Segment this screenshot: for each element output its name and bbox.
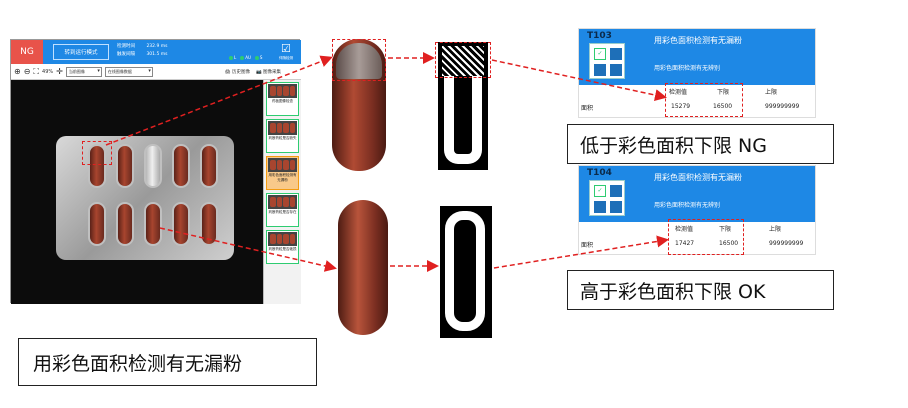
ng-capsule-crop bbox=[332, 39, 386, 171]
capsule bbox=[116, 144, 134, 188]
capsule bbox=[116, 202, 134, 246]
timing-label: 触发间隔 bbox=[117, 52, 135, 57]
status-light: S bbox=[254, 55, 262, 60]
result-card-t103: T103 ✓ 用彩色面积检测有无漏粉 用彩色面积检测有无辨别 检测值 下限 上限… bbox=[578, 28, 816, 118]
check-logo-icon: ☑ bbox=[281, 42, 291, 55]
area-tool-icon: ✓ bbox=[589, 43, 625, 79]
history-image-button[interactable]: 🖨 历史图像 bbox=[224, 69, 250, 75]
ok-binary-image bbox=[440, 206, 492, 338]
lower-limit-value: 16500 bbox=[713, 103, 733, 110]
app-header-bar: NG 转到运行模式 检测时间 232.9 ms 触发间隔 301.5 ms L … bbox=[11, 40, 301, 64]
measured-value: 15279 bbox=[671, 103, 691, 110]
ng-region-highlight bbox=[82, 141, 112, 165]
header-measured: 检测值 bbox=[675, 226, 694, 233]
tool-thumbnail-selected[interactable]: 用彩色面积检测有无漏粉 bbox=[266, 156, 299, 190]
result-table: 检测值 下限 上限 面积 15279 16500 999999999 bbox=[579, 85, 815, 117]
measured-value: 17427 bbox=[675, 240, 695, 247]
row-label: 面积 bbox=[581, 242, 594, 249]
tool-thumbnail-panel: 药板图像检查 判断药粒是否缺失 用彩色面积检测有无漏粉 判断药粒是否存在 判断药… bbox=[263, 80, 301, 304]
ng-binary-image bbox=[438, 42, 488, 170]
logo-caption: 伴随检测 bbox=[279, 56, 293, 60]
timing-info: 检测时间 232.9 ms 触发间隔 301.5 ms bbox=[117, 43, 167, 59]
tool-thumbnail[interactable]: 判断药粒是否缺失 bbox=[266, 119, 299, 153]
status-indicators: L AU S bbox=[229, 55, 262, 60]
row-label: 面积 bbox=[581, 105, 594, 112]
capsule bbox=[172, 144, 190, 188]
area-tool-icon: ✓ bbox=[589, 180, 625, 216]
status-light: L bbox=[229, 55, 236, 60]
zoom-level: 49% bbox=[42, 68, 54, 75]
header-upper: 上限 bbox=[769, 226, 782, 233]
header-measured: 检测值 bbox=[669, 89, 688, 96]
arrow-ok-card bbox=[493, 235, 669, 269]
ng-result-label: 低于彩色面积下限 NG bbox=[567, 124, 834, 164]
ng-noise-region bbox=[442, 46, 484, 76]
zoom-out-icon[interactable]: ⊖ bbox=[23, 67, 31, 76]
arrow-ng-card bbox=[491, 59, 667, 101]
status-light: AU bbox=[240, 55, 251, 60]
arrow-ok-crop bbox=[159, 227, 337, 272]
image-capture-button[interactable]: 📷 图像采集 bbox=[255, 69, 281, 75]
tool-thumbnail[interactable]: 判断药粒是否破损 bbox=[266, 230, 299, 264]
header-lower: 下限 bbox=[719, 226, 732, 233]
app-toolbar: ⊕ ⊖ ⛶ 49% ✛ 当前图像 在线图像数据 🖨 历史图像 📷 图像采集 bbox=[11, 64, 301, 80]
crosshair-icon[interactable]: ✛ bbox=[56, 67, 63, 76]
ok-capsule-crop bbox=[338, 200, 388, 335]
card-subtitle: 用彩色面积检测有无辨别 bbox=[654, 65, 721, 72]
tool-id: T103 bbox=[587, 31, 612, 41]
timing-value: 301.5 ms bbox=[146, 52, 168, 57]
tool-id: T104 bbox=[587, 168, 612, 178]
upper-limit-value: 999999999 bbox=[769, 240, 804, 247]
capsule bbox=[200, 144, 218, 188]
inspection-app-screenshot: NG 转到运行模式 检测时间 232.9 ms 触发间隔 301.5 ms L … bbox=[10, 39, 301, 304]
image-viewer[interactable] bbox=[11, 80, 263, 304]
tool-thumbnail[interactable]: 药板图像检查 bbox=[266, 82, 299, 116]
arrow-ng-crop bbox=[105, 55, 333, 146]
card-subtitle: 用彩色面积检测有无辨别 bbox=[654, 202, 721, 209]
result-table: 检测值 下限 上限 面积 17427 16500 999999999 bbox=[579, 222, 815, 254]
tool-thumbnail[interactable]: 判断药粒是否存在 bbox=[266, 193, 299, 227]
image-source-select[interactable]: 当前图像 bbox=[65, 66, 102, 77]
capsule bbox=[172, 202, 190, 246]
fit-window-icon[interactable]: ⛶ bbox=[33, 66, 40, 76]
caption-label: 用彩色面积检测有无漏粉 bbox=[18, 338, 317, 386]
empty-capsule-slot bbox=[144, 144, 162, 188]
ng-binary-dashed-box bbox=[435, 42, 491, 78]
capsule bbox=[200, 202, 218, 246]
blister-pack-image bbox=[56, 136, 234, 260]
header-lower: 下限 bbox=[717, 89, 730, 96]
upper-limit-value: 999999999 bbox=[765, 103, 800, 110]
timing-label: 检测时间 bbox=[117, 44, 135, 49]
image-data-select[interactable]: 在线图像数据 bbox=[104, 66, 153, 77]
timing-value: 232.9 ms bbox=[146, 44, 168, 49]
run-mode-button[interactable]: 转到运行模式 bbox=[53, 44, 109, 60]
card-title: 用彩色面积检测有无漏粉 bbox=[654, 173, 742, 182]
result-card-t104: T104 ✓ 用彩色面积检测有无漏粉 用彩色面积检测有无辨别 检测值 下限 上限… bbox=[578, 165, 816, 255]
zoom-in-icon[interactable]: ⊕ bbox=[14, 67, 21, 76]
ok-result-label: 高于彩色面积下限 OK bbox=[567, 270, 834, 310]
ng-status-badge: NG bbox=[11, 40, 43, 64]
capsule bbox=[88, 144, 106, 188]
capsule bbox=[144, 202, 162, 246]
lower-limit-value: 16500 bbox=[719, 240, 739, 247]
capsule bbox=[88, 202, 106, 246]
card-title: 用彩色面积检测有无漏粉 bbox=[654, 36, 742, 45]
header-upper: 上限 bbox=[765, 89, 778, 96]
